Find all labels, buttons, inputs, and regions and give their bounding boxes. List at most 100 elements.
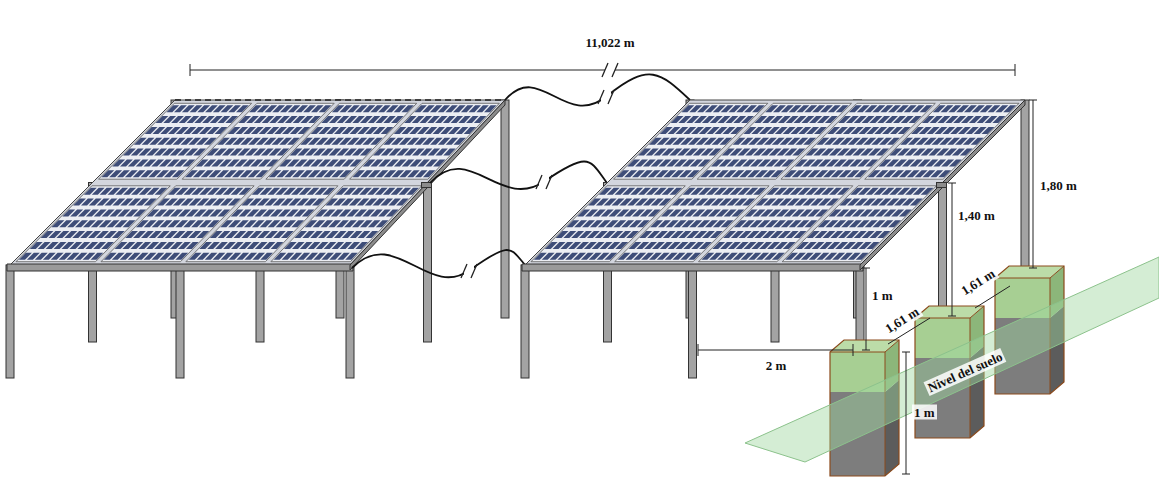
solar-cell xyxy=(753,188,766,195)
solar-cell xyxy=(742,199,755,206)
solar-cell xyxy=(687,170,700,177)
dimension-label: 1,61 m xyxy=(957,265,1000,299)
solar-cell xyxy=(670,188,683,195)
solar-cell xyxy=(350,160,363,167)
dimension-tick xyxy=(1029,268,1037,269)
solar-cell xyxy=(370,138,383,145)
solar-cell xyxy=(319,105,332,112)
support-post xyxy=(521,265,529,378)
solar-cell xyxy=(256,170,269,177)
dimension-tick xyxy=(862,350,870,351)
solar-cell xyxy=(287,138,300,145)
support-post xyxy=(689,265,697,378)
solar-panel xyxy=(782,186,936,262)
solar-cell xyxy=(172,170,185,177)
solar-cell xyxy=(196,231,209,238)
solar-cell xyxy=(837,188,850,195)
solar-panel xyxy=(271,186,422,262)
footings xyxy=(830,266,1064,476)
solar-cell xyxy=(277,149,290,156)
solar-cell xyxy=(155,188,168,195)
solar-cell xyxy=(815,209,828,216)
break-stroke xyxy=(612,63,618,77)
solar-cell xyxy=(909,116,922,123)
dimension-tick xyxy=(1015,64,1016,76)
solar-cell xyxy=(193,149,206,156)
solar-cell xyxy=(133,209,146,216)
solar-cell xyxy=(391,116,404,123)
dimension-tick xyxy=(190,64,191,76)
cable xyxy=(505,74,690,105)
solar-cell xyxy=(381,127,394,134)
solar-cell xyxy=(792,149,805,156)
solar-cell xyxy=(91,253,104,260)
solar-cell xyxy=(228,199,241,206)
solar-cell xyxy=(215,127,228,134)
solar-cell xyxy=(239,188,252,195)
support-post xyxy=(346,265,354,378)
solar-cell xyxy=(782,160,795,167)
ground-label: Nivel del suelo xyxy=(924,348,1007,396)
solar-cell xyxy=(730,127,743,134)
support-post xyxy=(501,100,509,318)
solar-cell xyxy=(312,199,325,206)
solar-cell xyxy=(865,160,878,167)
solar-cell xyxy=(771,170,784,177)
solar-cell xyxy=(291,220,304,227)
solar-cell xyxy=(772,253,785,260)
dimension-label: 1 m xyxy=(872,288,893,303)
solar-cell xyxy=(659,199,672,206)
depth-line xyxy=(906,352,907,474)
solar-cell xyxy=(308,116,321,123)
dimension-lines xyxy=(190,63,1037,474)
solar-cell xyxy=(698,160,711,167)
solar-cell xyxy=(920,105,933,112)
dimension-tick xyxy=(902,474,910,475)
solar-cell xyxy=(741,116,754,123)
break-symbol xyxy=(602,63,618,77)
solar-cell xyxy=(225,116,238,123)
solar-cell xyxy=(401,105,414,112)
solar-cell xyxy=(752,105,765,112)
solar-cell xyxy=(112,231,125,238)
solar-cell xyxy=(204,138,217,145)
front-beam xyxy=(522,264,863,271)
solar-structure xyxy=(6,100,509,378)
solar-cell xyxy=(281,231,294,238)
support-post xyxy=(939,183,947,323)
solar-cell xyxy=(302,209,315,216)
dimension-tick xyxy=(902,352,910,353)
break-stroke xyxy=(536,175,542,189)
solar-cell xyxy=(876,149,889,156)
solar-cell xyxy=(648,209,661,216)
solar-cell xyxy=(183,160,196,167)
solar-cell xyxy=(825,116,838,123)
solar-cell xyxy=(732,209,745,216)
solar-cell xyxy=(101,242,114,249)
mid-beam xyxy=(422,183,432,188)
footing-edge xyxy=(995,266,1064,278)
solar-cell xyxy=(260,253,273,260)
dimension-label: 1,40 m xyxy=(958,208,995,223)
break-symbol xyxy=(598,90,614,104)
solar-cell xyxy=(854,170,867,177)
solar-cell xyxy=(218,209,231,216)
break-symbol xyxy=(461,264,477,278)
footing-top xyxy=(995,266,1064,278)
solar-cell xyxy=(688,253,701,260)
solar-cell xyxy=(803,138,816,145)
cable xyxy=(430,162,607,190)
dimension-tick xyxy=(948,316,956,317)
dimension-tick xyxy=(948,183,956,184)
dimension-label: 1,61 m xyxy=(881,303,924,337)
dimension-label: 2 m xyxy=(766,358,787,373)
dimension-tick xyxy=(698,344,699,356)
solar-cell xyxy=(323,188,336,195)
solar-cell xyxy=(266,160,279,167)
solar-cell xyxy=(271,242,284,249)
height-line xyxy=(952,183,953,316)
footing-top xyxy=(915,306,984,318)
total-length-line xyxy=(190,70,1015,71)
